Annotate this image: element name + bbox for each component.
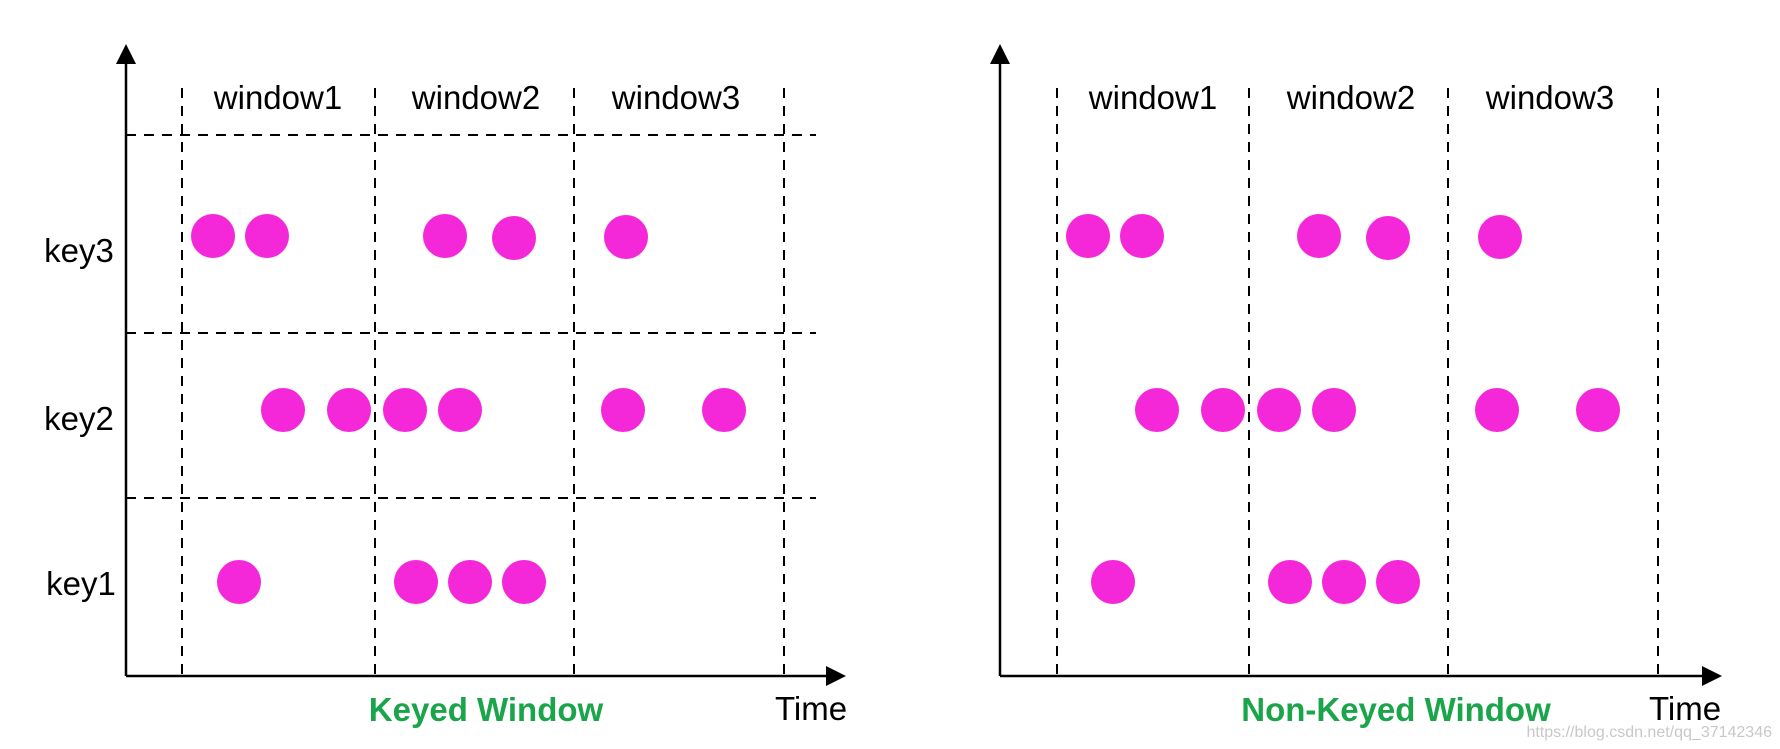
event-dot bbox=[1120, 214, 1164, 258]
event-dot bbox=[502, 560, 546, 604]
events bbox=[191, 214, 746, 604]
window-label: window1 bbox=[1088, 79, 1217, 116]
event-dot bbox=[1257, 388, 1301, 432]
key-separators bbox=[126, 134, 816, 499]
time-axis-label: Time bbox=[1649, 690, 1721, 727]
window-label: window3 bbox=[1485, 79, 1614, 116]
event-dot bbox=[191, 214, 235, 258]
event-dot bbox=[1297, 214, 1341, 258]
event-dot bbox=[1091, 560, 1135, 604]
event-dot bbox=[1475, 388, 1519, 432]
event-dot bbox=[1322, 560, 1366, 604]
non-keyed-window-panel: window1 window2 window3 Time Non-Keyed W… bbox=[990, 44, 1722, 728]
event-dot bbox=[1135, 388, 1179, 432]
event-dot bbox=[327, 388, 371, 432]
event-dot bbox=[492, 216, 536, 260]
event-dot bbox=[261, 388, 305, 432]
panel-title: Non-Keyed Window bbox=[1241, 691, 1551, 728]
window-boundaries bbox=[1056, 88, 1659, 676]
window-label: window3 bbox=[611, 79, 740, 116]
key-label: key3 bbox=[44, 232, 114, 269]
event-dot bbox=[702, 388, 746, 432]
event-dot bbox=[1376, 560, 1420, 604]
window-label: window1 bbox=[213, 79, 342, 116]
event-dot bbox=[383, 388, 427, 432]
event-dot bbox=[1312, 388, 1356, 432]
event-dot bbox=[601, 388, 645, 432]
key-label: key2 bbox=[44, 400, 114, 437]
event-dot bbox=[1201, 388, 1245, 432]
keyed-window-panel: window1 window2 window3 key3 key2 key1 T… bbox=[44, 44, 847, 728]
panel-title: Keyed Window bbox=[369, 691, 604, 728]
window-label: window2 bbox=[411, 79, 540, 116]
event-dot bbox=[217, 560, 261, 604]
event-dot bbox=[423, 214, 467, 258]
key-label: key1 bbox=[46, 565, 116, 602]
events bbox=[1066, 214, 1620, 604]
event-dot bbox=[1066, 214, 1110, 258]
event-dot bbox=[604, 215, 648, 259]
event-dot bbox=[448, 560, 492, 604]
event-dot bbox=[1478, 215, 1522, 259]
event-dot bbox=[394, 560, 438, 604]
window-boundaries bbox=[181, 88, 785, 676]
event-dot bbox=[438, 388, 482, 432]
event-dot bbox=[245, 214, 289, 258]
window-label: window2 bbox=[1286, 79, 1415, 116]
watermark: https://blog.csdn.net/qq_37142346 bbox=[1526, 724, 1772, 741]
time-axis-label: Time bbox=[775, 690, 847, 727]
event-dot bbox=[1268, 560, 1312, 604]
event-dot bbox=[1366, 216, 1410, 260]
event-dot bbox=[1576, 388, 1620, 432]
